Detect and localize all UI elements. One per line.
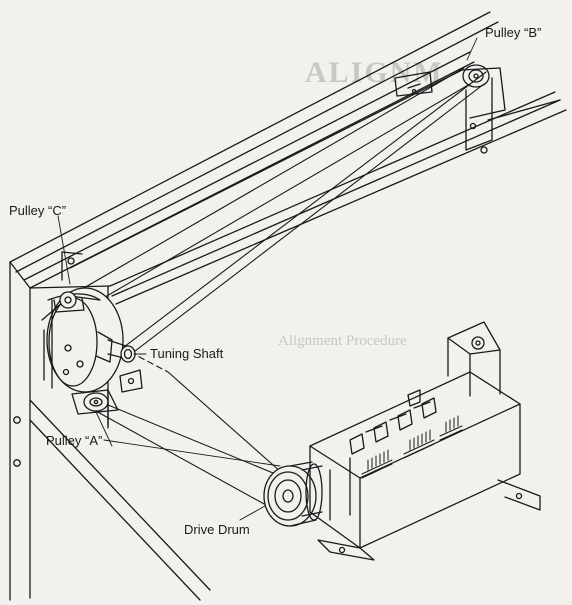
chassis-top-rails (9, 11, 567, 305)
drive-drum (263, 461, 323, 527)
dial-cord (69, 67, 487, 511)
pulley-c-assembly (41, 287, 124, 393)
leader-lines (57, 37, 478, 521)
label-pulley-c: Pulley “C” (9, 203, 67, 218)
label-drive-drum: Drive Drum (184, 522, 250, 537)
label-pulley-a: Pulley “A” (46, 433, 103, 448)
tuning-shaft (107, 339, 136, 363)
pulley-a-bracket (71, 369, 143, 429)
pulley-b-bracket (394, 64, 561, 154)
bleed-through-subheading: Alignment Procedure (278, 333, 407, 349)
label-pulley-b: Pulley “B” (485, 25, 542, 40)
label-tuning-shaft: Tuning Shaft (150, 346, 224, 361)
tuner-module (309, 321, 541, 561)
coil-windings (361, 415, 463, 479)
